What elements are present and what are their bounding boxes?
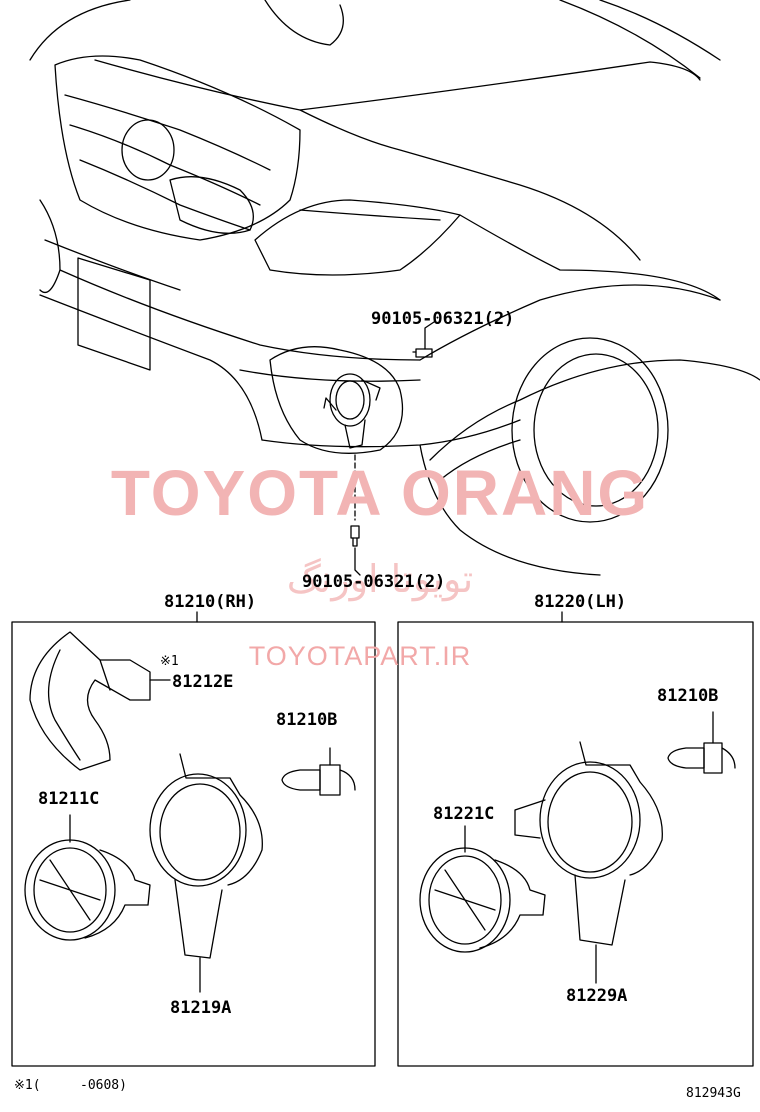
diagram-code: 812943G xyxy=(686,1086,741,1101)
rh-bulb-illustration xyxy=(281,747,356,796)
footnote-mark: ※1( xyxy=(14,1078,41,1093)
watermark-brand: TOYOTA ORANG xyxy=(110,457,650,529)
bolt-upper-icon xyxy=(412,348,433,358)
installed-fog-lamp xyxy=(323,373,381,449)
leader-bolt-lower-label xyxy=(354,547,361,576)
callout-bolt-upper: 90105-06321(2) xyxy=(371,309,515,329)
watermark-url: TOYOTAPART.IR xyxy=(248,641,472,671)
footnote-range: -0608) xyxy=(80,1078,127,1093)
lh-bulb-illustration xyxy=(667,711,736,774)
rh-lamp-unit-illustration xyxy=(24,814,151,941)
leader-bolt-upper xyxy=(424,321,435,350)
callout-rh-lamp-unit: 81211C xyxy=(38,789,100,809)
watermark-persian: تویوتا اورنگ xyxy=(286,557,474,601)
lh-lamp-unit-illustration xyxy=(419,825,546,953)
callout-rh-bulb: 81210B xyxy=(276,710,338,730)
callout-rh-cover: 81219A xyxy=(170,998,232,1018)
callout-bolt-lower: 90105-06321(2) xyxy=(302,572,446,592)
rh-bracket-illustration xyxy=(29,631,171,771)
lh-assembly-box xyxy=(397,621,754,1067)
callout-lh-bulb: 81210B xyxy=(657,686,719,706)
callout-lh-cover: 81229A xyxy=(566,986,628,1006)
bolt-lower-icon xyxy=(350,525,360,547)
callout-rh-bracket: 81212E xyxy=(172,672,234,692)
lh-cover-illustration xyxy=(514,741,663,984)
callout-rh-bracket-mark: ※1 xyxy=(160,654,179,669)
callout-lh-lamp-unit: 81221C xyxy=(433,804,495,824)
rh-assembly-box xyxy=(11,621,376,1067)
callout-lh-assembly: 81220(LH) xyxy=(534,592,627,612)
vehicle-front-illustration xyxy=(29,0,760,576)
rh-cover-illustration xyxy=(149,753,263,993)
callout-rh-assembly: 81210(RH) xyxy=(164,592,257,612)
